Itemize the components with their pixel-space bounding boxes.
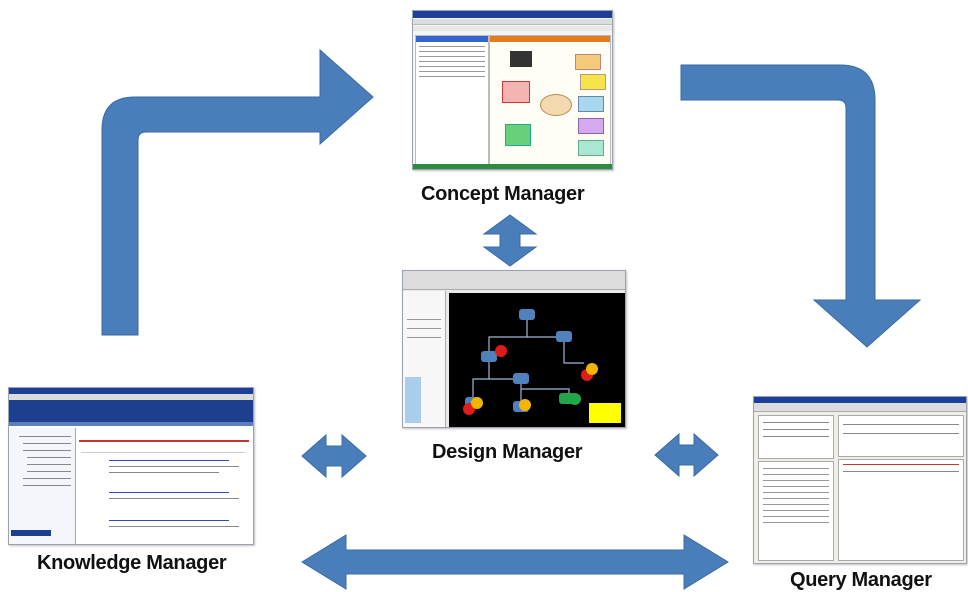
title-bar xyxy=(754,397,966,403)
query-editor xyxy=(838,415,964,457)
knowledge-design-double-arrow-icon xyxy=(301,433,367,479)
properties-pane xyxy=(403,291,446,427)
query-manager-screenshot xyxy=(753,396,967,564)
concept-design-double-arrow-icon xyxy=(482,214,538,267)
toolbar xyxy=(403,271,625,290)
concept-manager-label: Concept Manager xyxy=(421,183,585,205)
toolbar xyxy=(754,403,966,412)
design-query-double-arrow-icon xyxy=(654,432,719,478)
toolbar xyxy=(413,26,612,31)
knowledge-manager-label: Knowledge Manager xyxy=(37,552,227,574)
title-bar xyxy=(9,388,253,394)
knowledge-to-concept-arrow-icon xyxy=(101,48,374,336)
knowledge-query-double-arrow-icon xyxy=(301,534,729,590)
status-bar xyxy=(413,164,612,169)
query-form xyxy=(758,415,834,459)
nav-bar xyxy=(9,422,253,426)
concept-map-canvas xyxy=(489,35,611,165)
concept-to-query-arrow-icon xyxy=(680,64,922,348)
outline-pane xyxy=(415,35,489,165)
design-canvas xyxy=(449,293,625,427)
results-list xyxy=(758,461,834,561)
banner xyxy=(9,400,253,422)
header-rule xyxy=(79,432,249,442)
concept-manager-screenshot xyxy=(412,10,613,170)
output-pane xyxy=(838,459,964,561)
knowledge-manager-screenshot xyxy=(8,387,254,545)
toolbar xyxy=(9,394,253,400)
query-manager-label: Query Manager xyxy=(790,569,932,591)
title-bar xyxy=(413,11,612,18)
toolbar xyxy=(413,19,612,25)
design-manager-label: Design Manager xyxy=(432,441,583,463)
design-manager-screenshot xyxy=(402,270,626,428)
folder-tree xyxy=(9,428,76,544)
